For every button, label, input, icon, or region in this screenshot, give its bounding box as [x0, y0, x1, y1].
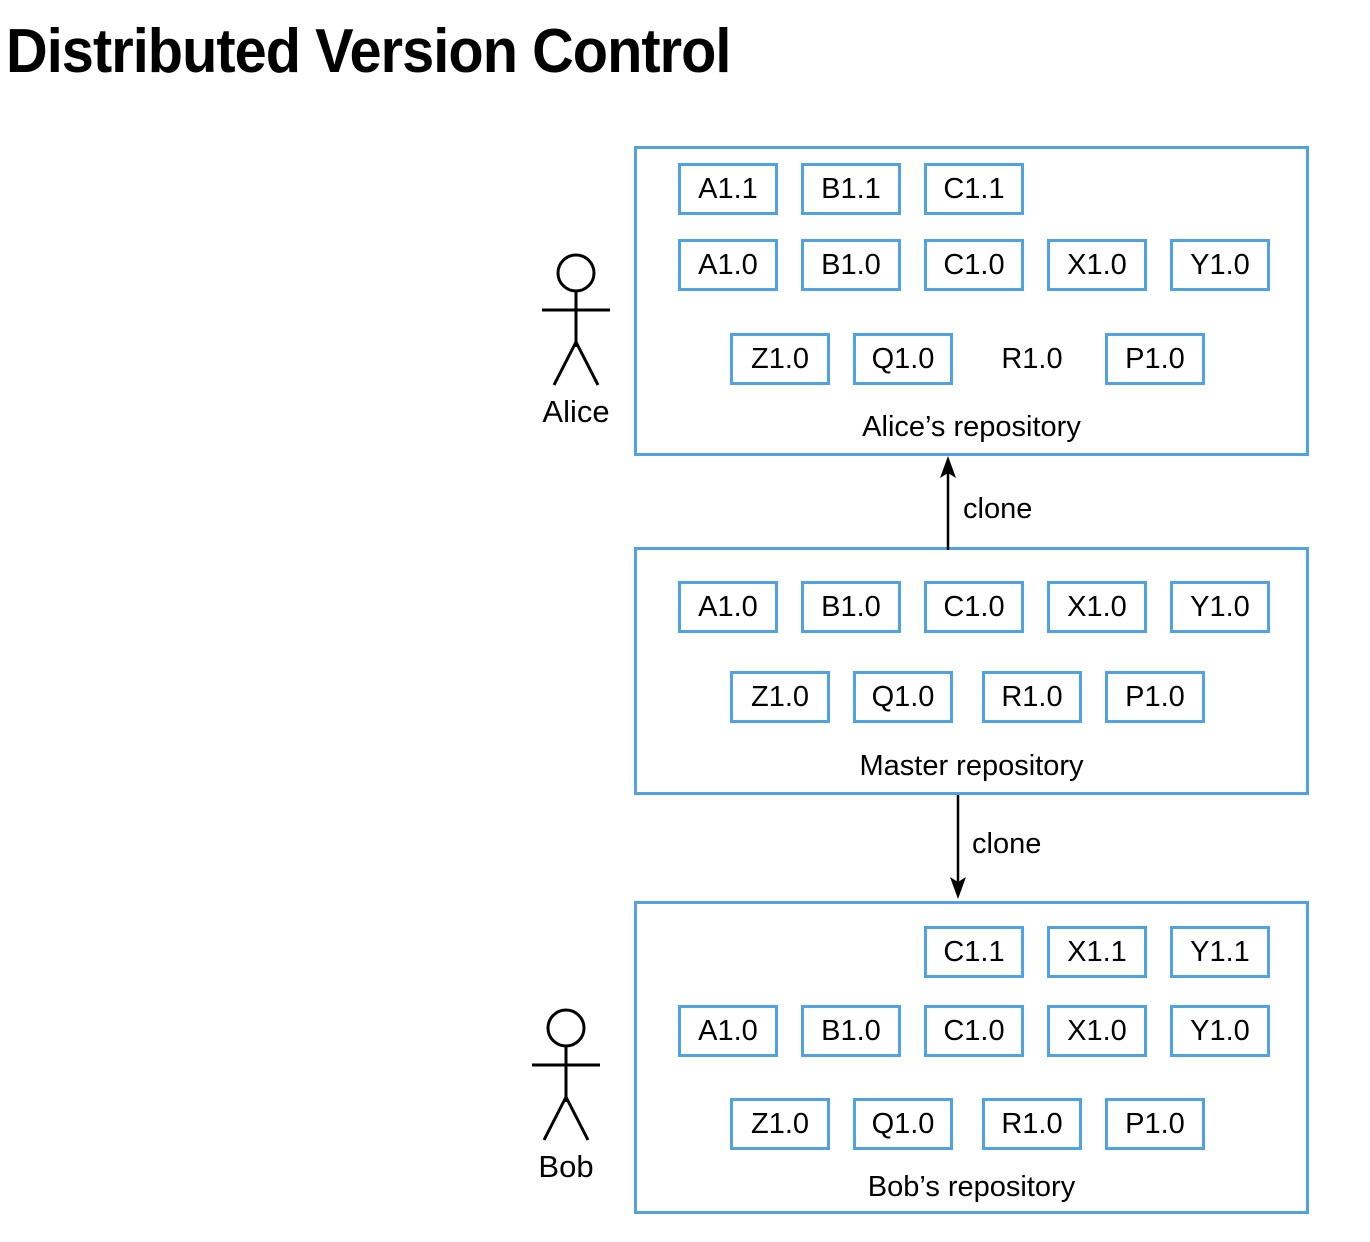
page-title: Distributed Version Control	[6, 17, 731, 86]
stick-figure-icon	[542, 253, 610, 386]
clone-label-down: clone	[972, 828, 1042, 860]
arrow-down-icon	[950, 795, 966, 899]
version-chip: C1.0	[924, 1005, 1024, 1057]
version-chip: C1.1	[924, 163, 1024, 215]
version-chip: Z1.0	[730, 1098, 830, 1150]
version-chip: B1.0	[801, 581, 901, 633]
version-chip: X1.0	[1047, 581, 1147, 633]
arrow-up-icon	[940, 456, 956, 550]
clone-label-up: clone	[963, 493, 1033, 525]
version-chip: Y1.0	[1170, 239, 1270, 291]
version-chip: C1.1	[924, 926, 1024, 978]
version-chip: Q1.0	[853, 1098, 953, 1150]
version-chip: A1.0	[678, 1005, 778, 1057]
version-chip: Z1.0	[730, 333, 830, 385]
version-chip: X1.0	[1047, 239, 1147, 291]
actor-bob: Bob	[506, 1005, 626, 1185]
clone-arrow-down	[946, 795, 970, 899]
version-chip: B1.0	[801, 239, 901, 291]
version-chip: Y1.0	[1170, 1005, 1270, 1057]
version-chip: A1.0	[678, 581, 778, 633]
version-chip: C1.0	[924, 239, 1024, 291]
repository-bob-label: Bob’s repository	[867, 1171, 1076, 1203]
actor-alice-label: Alice	[542, 394, 610, 429]
version-chip: B1.0	[801, 1005, 901, 1057]
version-chip: Y1.1	[1170, 926, 1270, 978]
version-chip: P1.0	[1105, 1098, 1205, 1150]
version-chip: C1.0	[924, 581, 1024, 633]
stick-figure-icon	[532, 1008, 600, 1141]
clone-arrow-up	[936, 456, 960, 550]
version-chip: Z1.0	[730, 671, 830, 723]
version-chip: A1.0	[678, 239, 778, 291]
actor-bob-label: Bob	[538, 1149, 594, 1184]
repository-alice-label: Alice’s repository	[862, 411, 1081, 443]
version-chip: R1.0	[982, 671, 1082, 723]
version-chip: P1.0	[1105, 671, 1205, 723]
repository-master-label: Master repository	[859, 750, 1084, 782]
version-chip: A1.1	[678, 163, 778, 215]
actor-alice: Alice	[516, 250, 636, 430]
version-chip: Q1.0	[853, 333, 953, 385]
version-chip: R1.0	[982, 1098, 1082, 1150]
version-chip: X1.0	[1047, 1005, 1147, 1057]
version-chip: X1.1	[1047, 926, 1147, 978]
version-chip: R1.0	[982, 333, 1082, 385]
version-chip: B1.1	[801, 163, 901, 215]
version-chip: P1.0	[1105, 333, 1205, 385]
version-chip: Q1.0	[853, 671, 953, 723]
version-chip: Y1.0	[1170, 581, 1270, 633]
